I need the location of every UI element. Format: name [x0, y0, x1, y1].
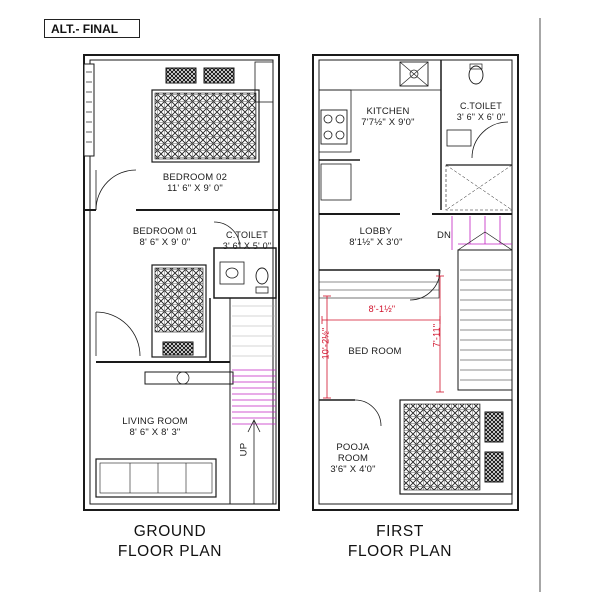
dim-height: 10'-2½"	[320, 327, 331, 360]
dn-label: DN	[436, 230, 452, 241]
dim-width: 8'-1½"	[368, 304, 396, 314]
up-label: UP	[238, 442, 250, 457]
alt-final-tag: ALT.- FINAL	[44, 19, 140, 38]
ground-floor-plan	[83, 54, 280, 511]
first-bedroom-label: BED ROOM	[348, 346, 402, 357]
living-sofa	[95, 458, 217, 498]
dimension-lines	[321, 275, 444, 399]
bedroom01-bed	[151, 264, 207, 358]
ground-outer-wall	[83, 54, 280, 511]
first-bed	[399, 399, 513, 495]
dim-stair: 7'-11"	[431, 323, 442, 348]
first-outer-wall	[312, 54, 519, 511]
bedroom02-bed	[151, 89, 260, 163]
first-floor-plan	[312, 54, 519, 511]
